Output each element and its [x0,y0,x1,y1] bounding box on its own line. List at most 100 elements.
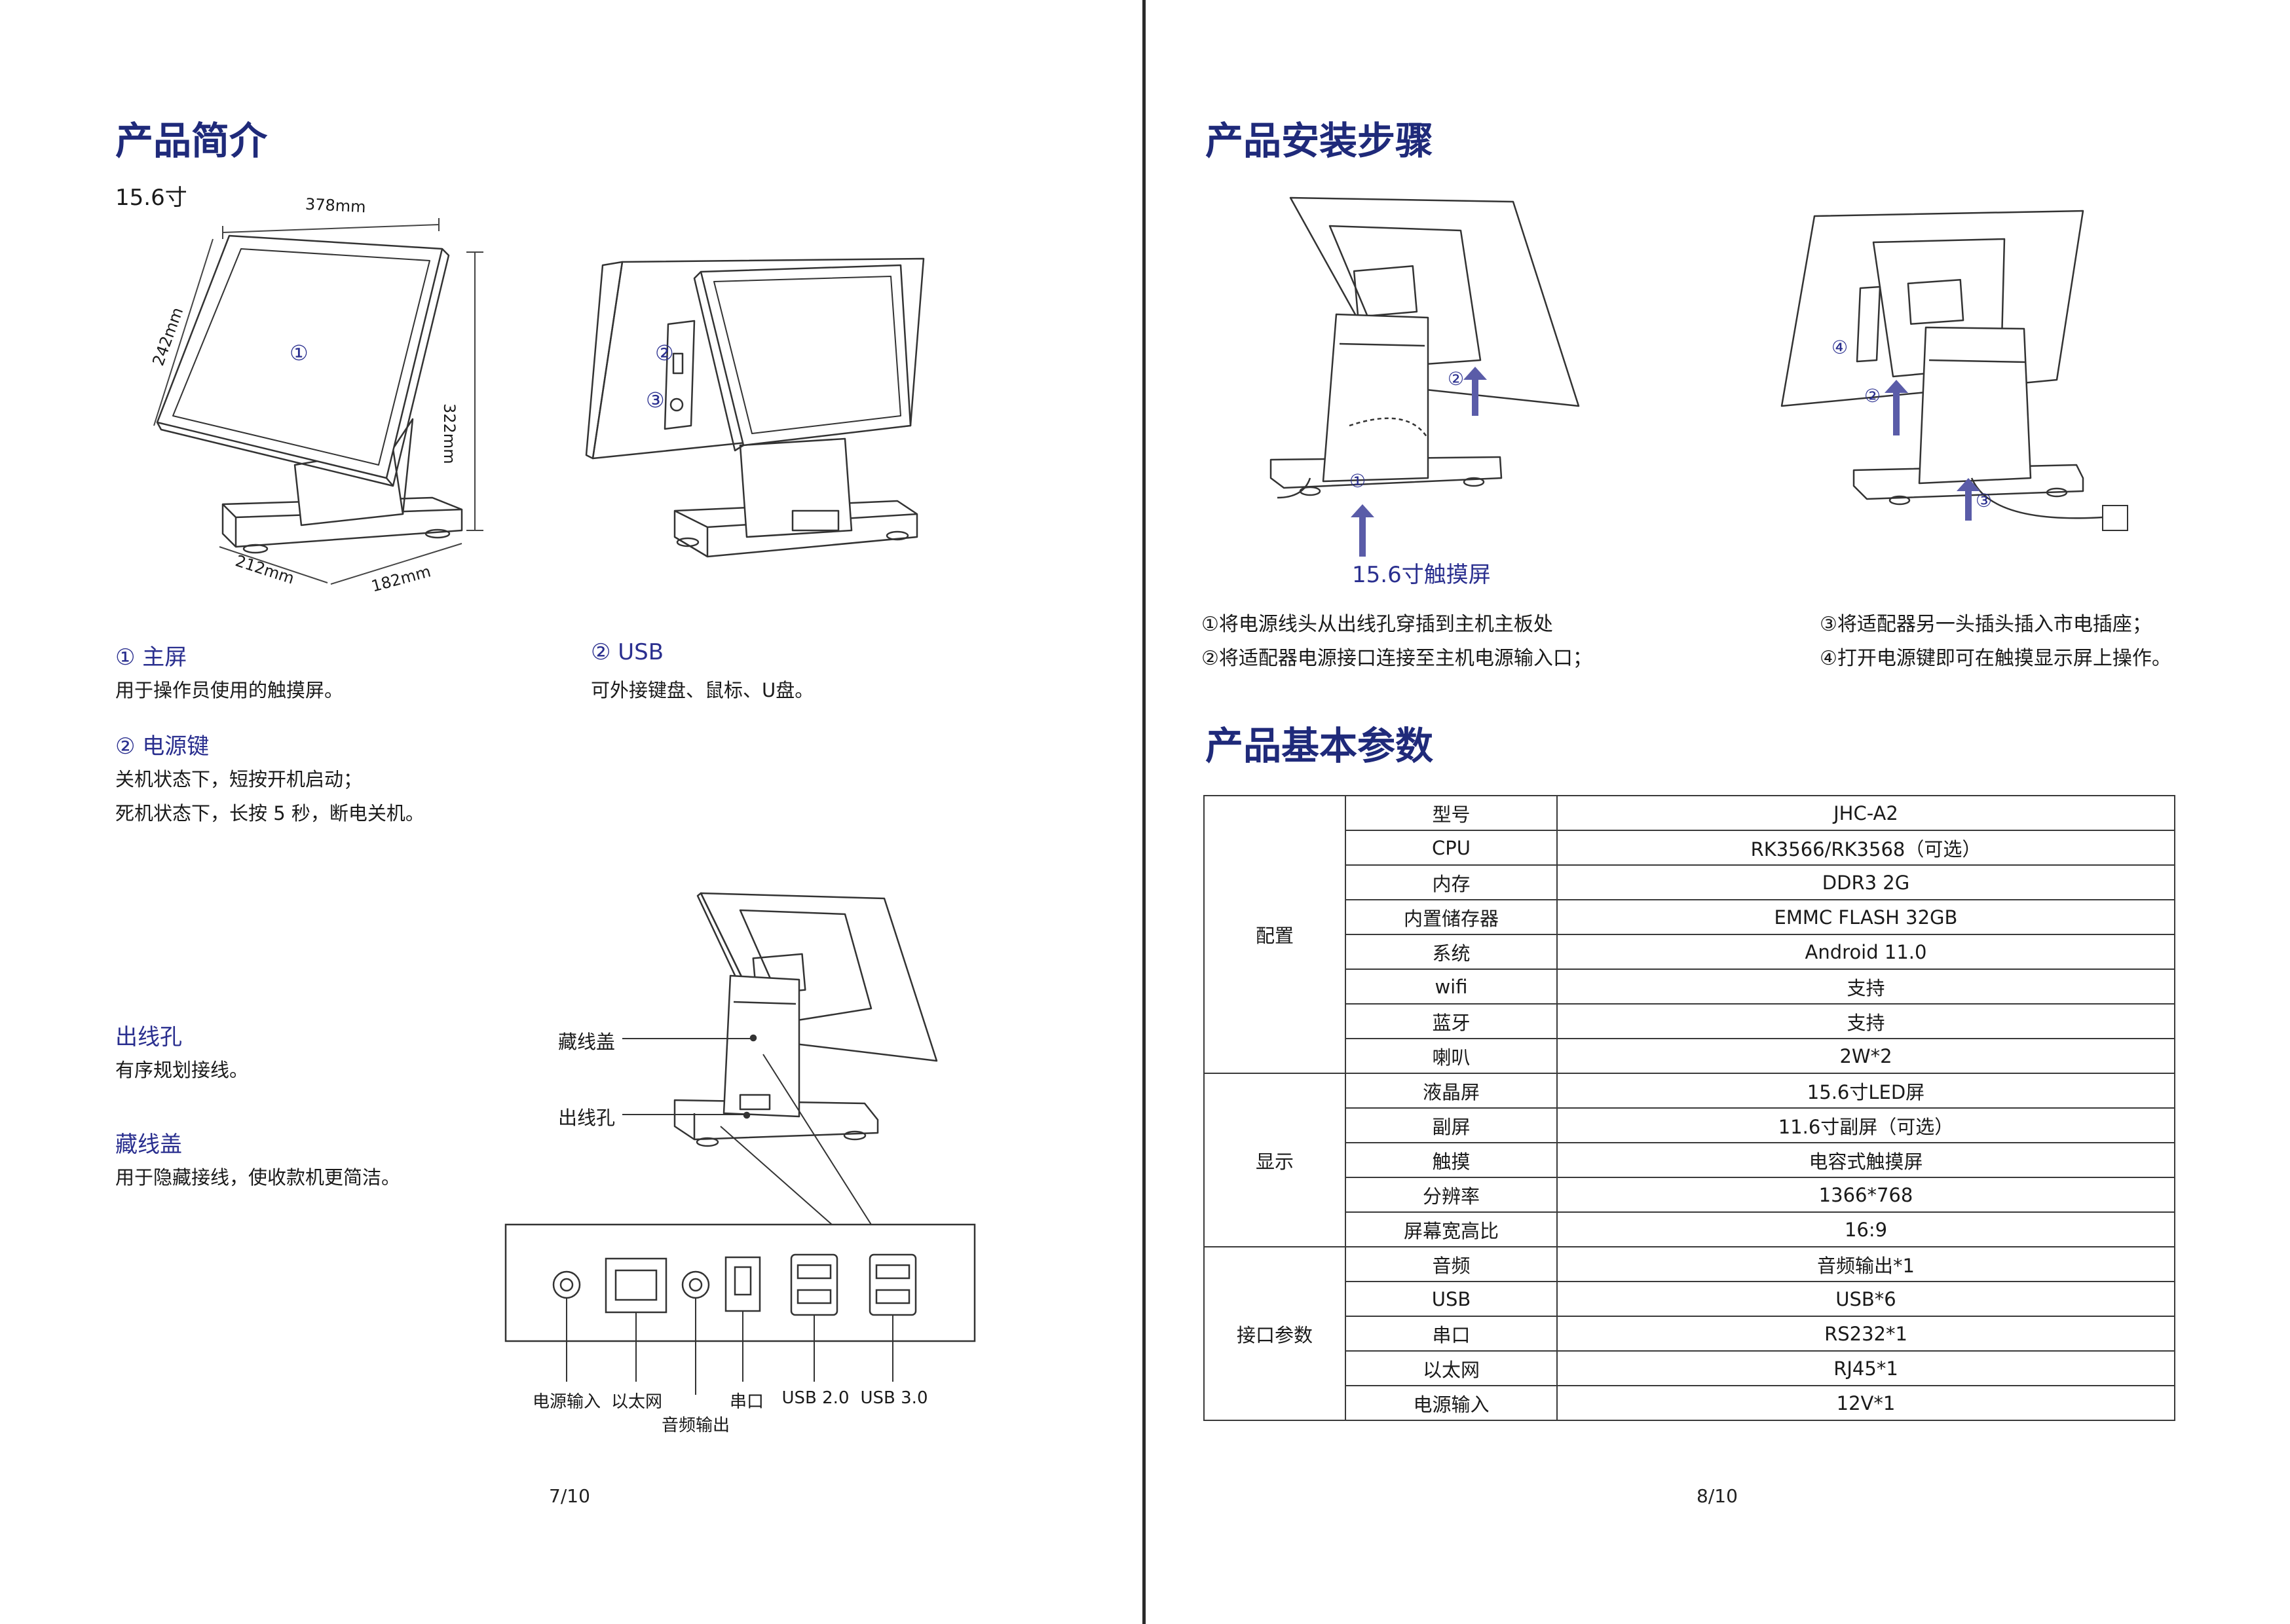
spec-key: 以太网 [1345,1350,1558,1386]
install-step2-marker-a: ② [1448,368,1465,390]
spec-value: 12V*1 [1556,1385,2175,1421]
spec-key: 分辨率 [1345,1177,1558,1213]
table-row: 内存 DDR3 2G [1204,864,2175,900]
page-title-specs: 产品基本参数 [1205,724,1434,768]
feature-text-power-key-2: 死机状态下，长按 5 秒，断电关机。 [115,802,424,824]
install-drawing-1 [1264,190,1592,557]
spec-value: 1366*768 [1556,1177,2175,1213]
spec-key: 系统 [1345,934,1558,970]
port-label-usb3: USB 3.0 [860,1388,928,1408]
spec-value: 电容式触摸屏 [1556,1142,2175,1178]
spec-value: DDR3 2G [1556,864,2175,900]
port-label-ethernet: 以太网 [610,1392,662,1412]
spec-key: 喇叭 [1345,1038,1558,1074]
spec-key: 蓝牙 [1345,1003,1558,1039]
spec-value: 音频输出*1 [1556,1246,2175,1282]
page-title-intro: 产品简介 [115,119,268,163]
page-number-right: 8/10 [1697,1485,1738,1507]
page-spine [1142,0,1146,1624]
feature-text-usb: 可外接键盘、鼠标、U盘。 [591,679,814,701]
table-row: 内置储存器 EMMC FLASH 32GB [1204,899,2175,935]
spec-group-display: 显示 [1203,1073,1346,1247]
table-row: 以太网 RJ45*1 [1204,1350,2175,1386]
page-number-left: 7/10 [549,1485,590,1507]
table-row: 串口 RS232*1 [1204,1316,2175,1352]
feature-heading-power-key: ② 电源键 [115,733,210,760]
spec-value: RS232*1 [1556,1316,2175,1352]
install-step2-marker-b: ② [1864,385,1881,407]
port-label-usb2: USB 2.0 [781,1388,850,1408]
table-row: 系统 Android 11.0 [1204,934,2175,970]
port-label-serial: 串口 [729,1392,764,1412]
table-row: USB USB*6 [1204,1281,2175,1317]
spec-value: RJ45*1 [1556,1350,2175,1386]
spec-key: wifi [1345,969,1558,1005]
install-step3-marker: ③ [1976,490,1993,511]
spec-value: 11.6寸副屏（可选） [1556,1107,2175,1143]
size-label: 15.6寸 [115,185,187,211]
spec-key: 副屏 [1345,1107,1558,1143]
table-row: 配置 型号 JHC-A2 [1203,795,2175,1074]
spec-group-config: 配置 [1203,795,1346,1074]
spec-value: 2W*2 [1556,1038,2175,1074]
rear-view-drawing [498,884,996,1356]
spec-value: 16:9 [1556,1211,2175,1247]
side-view-drawing [583,249,950,583]
spec-group-interfaces: 接口参数 [1203,1246,1346,1421]
feature-text-cable-cover: 用于隐藏接线，使收款机更简洁。 [115,1166,401,1189]
dim-height: 322mm [440,403,459,464]
table-row: 蓝牙 支持 [1204,1003,2175,1039]
spec-value: 支持 [1556,969,2175,1005]
feature-text-main-screen: 用于操作员使用的触摸屏。 [115,679,344,701]
page-title-install: 产品安装步骤 [1205,119,1434,163]
spec-key: 屏幕宽高比 [1345,1211,1558,1247]
install-step-4: ④打开电源键即可在触摸显示屏上操作。 [1820,647,2171,670]
feature-text-power-key-1: 关机状态下，短按开机启动； [115,768,363,790]
table-row: 分辨率 1366*768 [1204,1177,2175,1213]
table-row: 触摸 电容式触摸屏 [1204,1142,2175,1178]
feature-heading-cable-cover: 藏线盖 [115,1132,182,1158]
spec-value: Android 11.0 [1556,934,2175,970]
table-row: wifi 支持 [1204,969,2175,1005]
table-row: CPU RK3566/RK3568（可选） [1204,830,2175,866]
marker-main-screen: ① [290,341,309,365]
feature-heading-outlet: 出线孔 [115,1024,182,1050]
spec-key: 内存 [1345,864,1558,900]
install-step-3: ③将适配器另一头插头插入市电插座； [1820,613,2152,636]
table-row: 屏幕宽高比 16:9 [1204,1211,2175,1247]
table-row: 电源输入 12V*1 [1204,1385,2175,1421]
page-left [0,0,1144,1624]
install-step-1: ①将电源线头从出线孔穿插到主机主板处 [1201,613,1553,636]
front-view-drawing [105,190,498,609]
spec-value: 支持 [1556,1003,2175,1039]
port-label-audio-out: 音频输出 [661,1416,730,1435]
marker-usb: ② [655,341,674,365]
install-step-2: ②将适配器电源接口连接至主机电源输入口； [1201,647,1592,670]
spec-key: 型号 [1345,795,1558,831]
spec-key: 内置储存器 [1345,899,1558,935]
spec-key: USB [1345,1281,1558,1317]
install-step4-marker: ④ [1831,337,1849,358]
spec-value: USB*6 [1556,1281,2175,1317]
feature-heading-usb: ② USB [591,639,664,665]
table-row: 喇叭 2W*2 [1204,1038,2175,1074]
callout-outlet: 出线孔 [558,1107,616,1129]
spec-key: 触摸 [1345,1142,1558,1178]
port-label-power-input: 电源输入 [532,1392,601,1412]
feature-text-outlet: 有序规划接线。 [115,1059,249,1081]
install-drawing-2 [1775,203,2142,530]
table-row: 副屏 11.6寸副屏（可选） [1204,1107,2175,1143]
spec-key: CPU [1345,830,1558,866]
spec-table: 配置 型号 JHC-A2 CPU RK3566/RK3568（可选） 内存 DD… [1203,795,2175,1421]
callout-cable-cover: 藏线盖 [558,1031,616,1053]
spec-key: 串口 [1345,1316,1558,1352]
spec-key: 电源输入 [1345,1385,1558,1421]
spec-value: EMMC FLASH 32GB [1556,899,2175,935]
dim-width: 378mm [305,194,367,217]
spec-key: 液晶屏 [1345,1073,1558,1109]
spec-value: RK3566/RK3568（可选） [1556,830,2175,866]
table-row: 显示 液晶屏 15.6寸LED屏 [1203,1073,2175,1247]
install-step1-marker: ① [1349,470,1366,492]
install-caption: 15.6寸触摸屏 [1352,562,1491,588]
spec-value: JHC-A2 [1556,795,2175,831]
